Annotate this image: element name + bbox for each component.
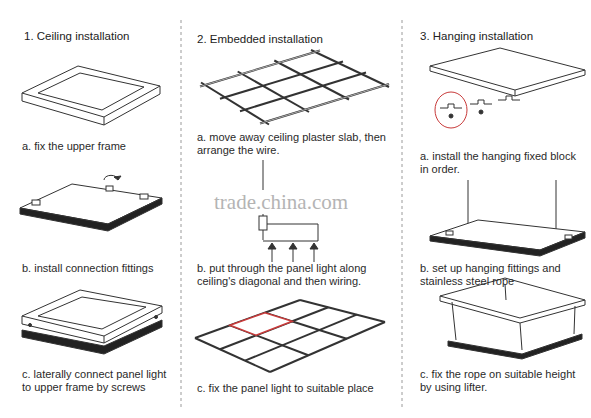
grid-bar [300,300,385,322]
hung-panel [440,278,585,359]
frame-inner [38,73,144,110]
section-heading: 1. Ceiling installation [24,30,174,43]
panel-with-fittings [20,175,162,231]
frame-inner [38,297,146,329]
watermark: trade.china.com [212,190,350,214]
grid-bar [220,62,343,99]
plate-edge [515,90,516,96]
arrow-head [310,243,318,249]
highlight-circle [435,92,467,128]
hanging-block [470,100,492,104]
grid-highlight [200,51,389,124]
column-separators [181,20,402,410]
grid-bar [240,73,366,112]
fitting [140,194,148,199]
steel-rope [468,180,469,228]
steel-rope [520,323,522,350]
ceiling-grid [200,50,389,125]
frame-outer [22,66,160,117]
grid-bar [195,338,270,372]
section-heading: 2. Embedded installation [197,33,392,46]
ceiling-grid-fixed [195,300,385,372]
separator-line [402,20,403,410]
fitting [106,186,113,191]
driver [259,216,267,230]
panel-edge [263,241,318,242]
separator-line [181,20,182,410]
panel-edge [448,334,582,359]
step-caption: b. set up hanging fittings and stainless… [420,262,586,288]
frame-over-panel [22,290,162,354]
arrow-head [268,243,276,249]
arrow-shaft [293,248,294,262]
screw [449,114,453,118]
fitting [565,235,572,239]
steel-rope [556,180,557,235]
steel-rope [452,302,456,340]
hanging-fittings [430,180,585,256]
step-caption: c. laterally connect panel light to uppe… [22,368,178,394]
arrow-shaft [272,248,273,262]
rotate-head [114,176,121,180]
grid-bar [238,72,309,113]
grid-bar [260,84,389,124]
plate-with-blocks [430,48,585,128]
step-caption: c. fix the panel light to suitable place [197,382,397,395]
step-caption: b. put through the panel light along cei… [197,262,397,288]
step-caption: c. fix the rope on suitable height by us… [420,368,586,394]
section-heading: 3. Hanging installation [420,30,585,43]
frame-edge [104,117,105,125]
step-caption: b. install connection fittings [22,262,178,275]
step-caption: a. move away ceiling plaster slab, then … [197,131,397,157]
panel-cell [230,313,292,336]
hanging-block [498,96,520,100]
frame-edge [104,336,105,343]
ceiling-side [440,296,585,323]
screw [479,110,483,114]
grid-bar [201,83,269,125]
fitting [446,231,453,235]
arrow-shaft [314,248,315,262]
screw [29,324,32,327]
grid-bar [200,51,320,87]
arrow-head [289,243,297,249]
fitting [32,200,40,205]
plate-edge [430,232,585,256]
screw [155,316,158,319]
grid-bar [274,61,349,100]
steel-rope [574,306,575,334]
wire [267,224,318,241]
frame-side [22,306,162,343]
upper-frame [22,66,160,125]
plate-side [430,66,585,96]
grid-bar [195,300,300,338]
frame-side [22,86,160,125]
plate-face [430,48,585,90]
step-caption: a. fix the upper frame [22,140,177,153]
hanging-block [440,104,462,108]
bar-gap [260,84,389,124]
bar-gap [200,51,320,87]
grid-bar [311,50,389,87]
step-caption: a. install the hanging fixed block in or… [420,150,586,176]
panel-edge [20,198,162,231]
